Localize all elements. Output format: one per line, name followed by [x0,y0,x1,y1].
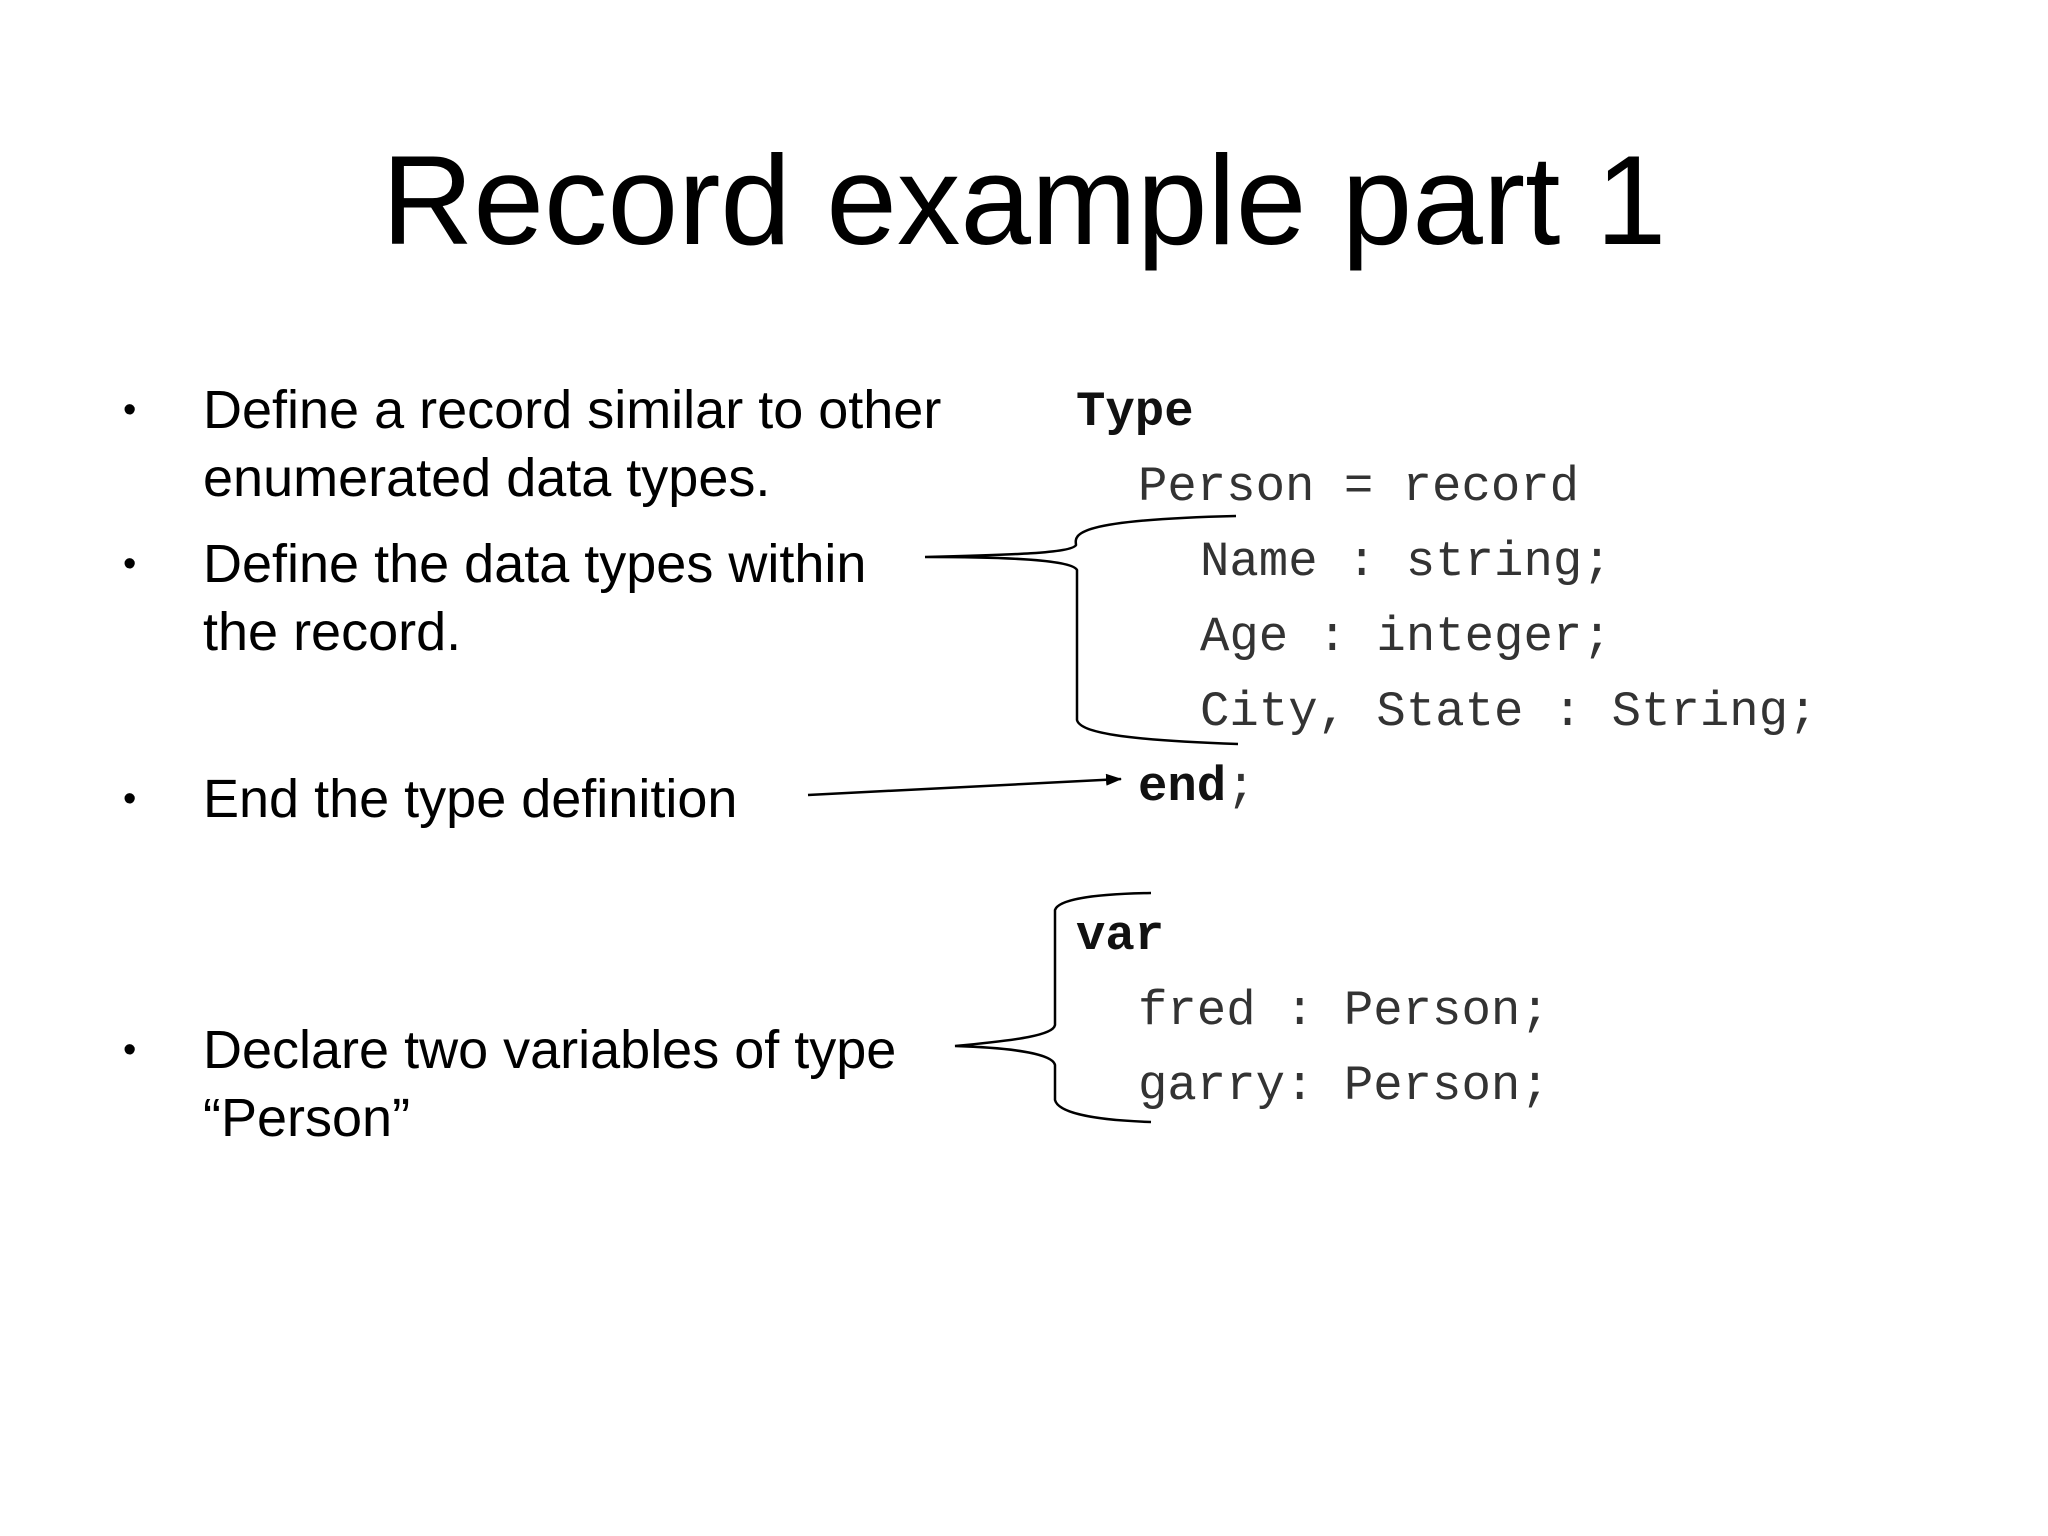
code-field-age: Age : integer; [1200,609,1612,665]
code-end-semicolon: ; [1226,759,1256,815]
bullet-glyph: • [123,389,137,431]
slide-title: Record example part 1 [381,129,1667,271]
bullet-glyph: • [123,1029,137,1071]
arrow-right-icon [807,773,1122,797]
code-var-keyword: var [1076,908,1165,964]
curly-brace-icon [954,891,1152,1124]
code-record-line: Person = record [1138,459,1580,515]
bullet-line: the record. [203,602,462,662]
bullet-line: enumerated data types. [203,448,771,508]
code-end-keyword: end [1138,759,1227,815]
code-var-garry: garry: Person; [1138,1058,1550,1114]
code-field-name: Name : string; [1200,534,1612,590]
code-field-city-state: City, State : String; [1200,684,1818,740]
code-var-fred: fred : Person; [1138,983,1550,1039]
bullet-glyph: • [123,543,137,585]
bullet-line: Define the data types within [203,534,867,594]
curly-brace-icon [924,514,1239,746]
bullet-line: End the type definition [203,769,738,829]
code-type-keyword: Type [1076,384,1194,440]
bullet-line: Declare two variables of type [203,1020,897,1080]
bullet-line: Define a record similar to other [203,380,942,440]
bullet-line: “Person” [203,1088,411,1148]
bullet-glyph: • [123,778,137,820]
code-end-line: end; [1138,757,1256,817]
